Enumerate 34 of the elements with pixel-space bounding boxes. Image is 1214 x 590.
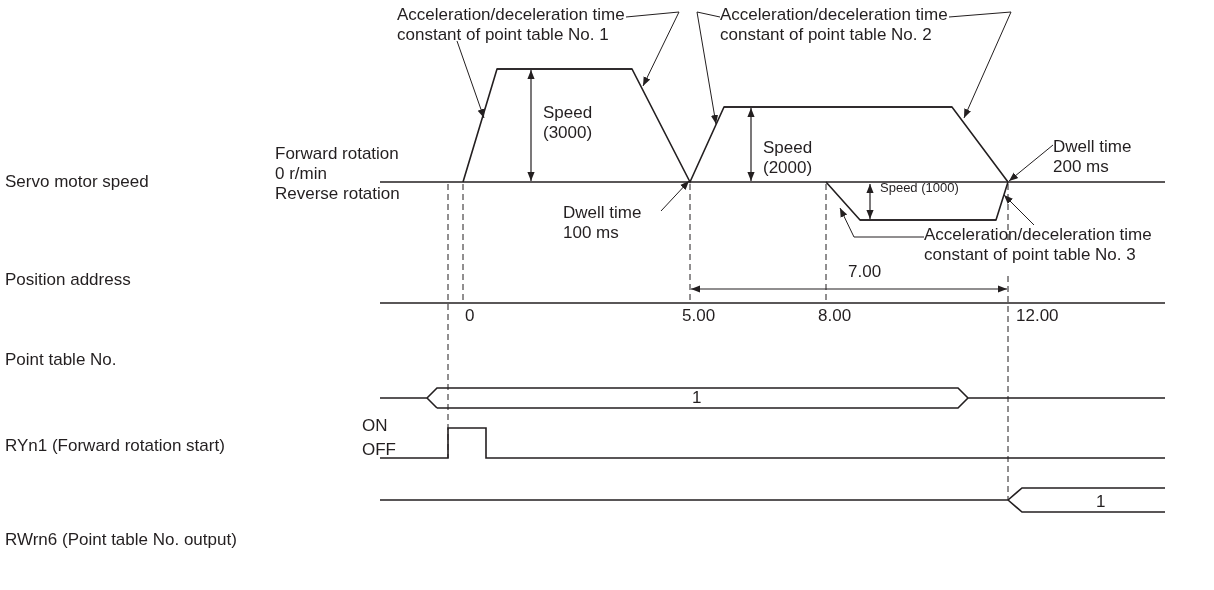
speed-label: Speed (2000)	[763, 138, 814, 178]
row-label: 0 r/min	[275, 164, 327, 184]
row-label: RWrn6 (Point table No. output)	[5, 530, 237, 550]
row-label: Forward rotation	[275, 144, 399, 164]
leader-line	[948, 11, 1012, 119]
address-value: 8.00	[818, 306, 852, 326]
speed-label: Speed (3000)	[543, 103, 594, 143]
table-number: 1	[692, 388, 702, 408]
row-label: Position address	[5, 270, 131, 290]
row-label: Servo motor speed	[5, 172, 149, 192]
callout-text: Acceleration/deceleration time constant of point table No. 1	[397, 5, 626, 45]
state-label: OFF	[362, 440, 396, 460]
row-label: Reverse rotation	[275, 184, 400, 204]
callout-text: Acceleration/deceleration time constant of point table No. 2	[720, 5, 949, 45]
speed-label: Speed (1000)	[880, 180, 959, 196]
leader-line	[660, 180, 690, 212]
callout-text: Dwell time 200 ms	[1053, 137, 1133, 177]
state-label: ON	[362, 416, 388, 436]
address-value: 0	[465, 306, 475, 326]
table-number: 1	[1096, 492, 1106, 512]
row-label: Point table No.	[5, 350, 117, 370]
address-value: 12.00	[1016, 306, 1059, 326]
address-value: 5.00	[682, 306, 716, 326]
leader-line	[839, 207, 925, 238]
callout-text: Dwell time 100 ms	[563, 203, 643, 243]
leader-line	[456, 40, 485, 119]
speed-waveform	[462, 68, 1009, 221]
leader-line	[625, 11, 680, 87]
leader-line	[696, 11, 721, 125]
row-label: RYn1 (Forward rotation start)	[5, 436, 225, 456]
leader-line	[1003, 194, 1035, 226]
dimension-value: 7.00	[848, 262, 882, 282]
leader-line	[1008, 144, 1054, 182]
callout-text: Acceleration/deceleration time constant of point table No. 3	[924, 225, 1153, 265]
